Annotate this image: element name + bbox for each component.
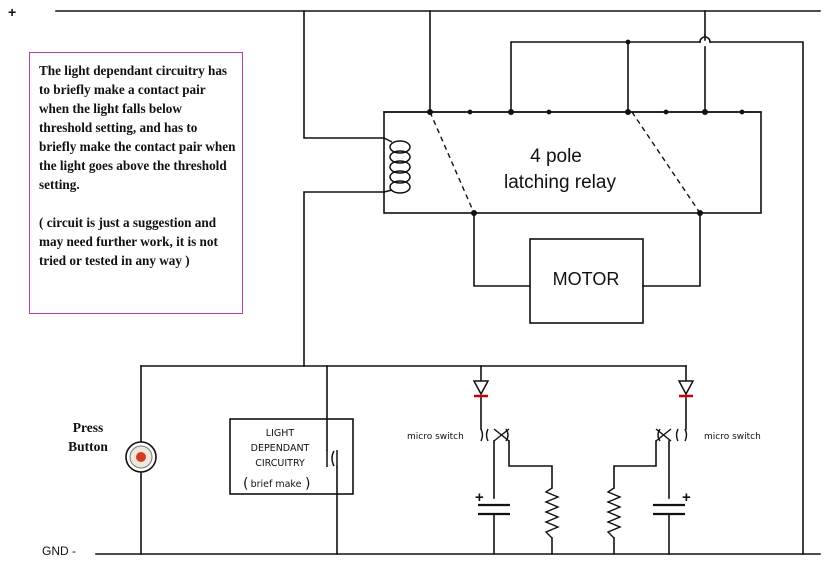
right-diode-icon — [677, 380, 695, 398]
relay-label-line2: latching relay — [504, 172, 616, 193]
motor-label: MOTOR — [553, 269, 620, 289]
light-circuit-line1: LIGHT — [266, 428, 295, 439]
light-circuit-line4: brief make — [251, 479, 302, 490]
relay-coil-icon — [383, 137, 411, 194]
right-resistor-icon — [606, 487, 622, 539]
relay-switch-blades — [429, 111, 701, 214]
positive-rail-label: + — [8, 4, 16, 20]
coil-feed-wire — [303, 10, 385, 139]
note-paragraph-2: ( circuit is just a suggestion and may n… — [39, 215, 218, 268]
light-circuit-line3: CIRCUITRY — [255, 458, 305, 469]
light-circuit-line2: DEPENDANT — [251, 443, 310, 454]
crossover-arc — [699, 36, 711, 43]
press-button-icon[interactable] — [125, 441, 157, 473]
left-resistor-wire — [508, 440, 553, 489]
right-capacitor-polarity: + — [682, 489, 691, 506]
relay-contact-dots — [427, 39, 745, 216]
right-micro-switch-icon — [655, 428, 688, 442]
right-supply-return — [709, 41, 804, 555]
ground-rail-label: GND - — [42, 544, 76, 558]
right-resistor-wire — [613, 440, 657, 489]
left-capacitor-polarity: + — [475, 489, 484, 506]
coil-return-wire — [303, 191, 385, 367]
left-capacitor-icon — [478, 503, 510, 516]
light-circuit-box — [229, 418, 354, 495]
left-micro-switch-icon — [480, 428, 510, 442]
explanation-note: The light dependant circuitry has to bri… — [29, 52, 243, 314]
motor-box — [529, 238, 644, 324]
relay-label-line1: 4 pole — [530, 146, 582, 167]
motor-left-wire — [473, 212, 531, 287]
left-resistor-icon — [544, 487, 560, 539]
left-diode-icon — [472, 380, 490, 398]
note-paragraph-1: The light dependant circuitry has to bri… — [39, 63, 236, 192]
light-circuit-bracket-right: ) — [305, 476, 310, 492]
right-capacitor-icon — [653, 503, 685, 516]
left-micro-switch-label: micro switch — [407, 432, 464, 442]
light-circuit-bracket-left: ( — [243, 476, 248, 492]
crossover-wire — [510, 41, 701, 113]
motor-right-wire — [642, 212, 701, 287]
light-circuit-contact-icon — [326, 450, 338, 467]
right-micro-switch-label: micro switch — [704, 432, 761, 442]
press-button-label: Press Button — [68, 420, 108, 454]
